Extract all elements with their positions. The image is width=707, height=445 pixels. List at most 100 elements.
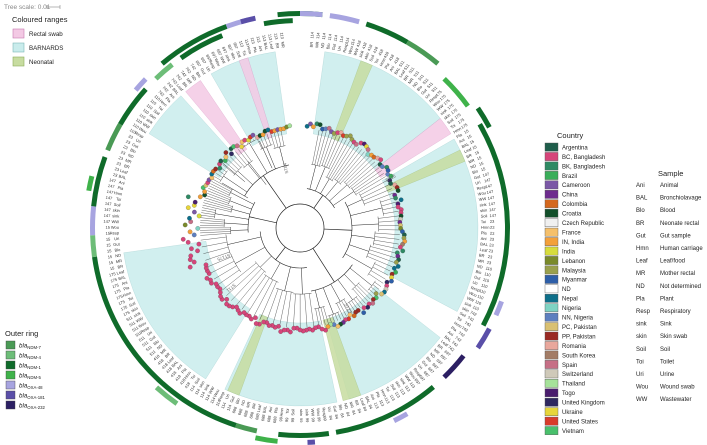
leaf-sample-label: Ani bbox=[458, 137, 466, 144]
leaf-st-label: 418 bbox=[382, 50, 390, 59]
leaf-sample-label: Gut bbox=[421, 359, 430, 368]
leaf-sample-label: Resp bbox=[217, 390, 226, 401]
leaf-node bbox=[196, 241, 202, 247]
country-swatch bbox=[544, 246, 559, 256]
gene-label: blaNDM-5 bbox=[19, 373, 41, 381]
leaf-st-label: 23 bbox=[112, 172, 118, 178]
sample-desc: Blood bbox=[660, 208, 675, 214]
leaf-sample-label: sink bbox=[224, 54, 231, 63]
leaf-sample-label: Wou bbox=[137, 320, 147, 329]
leaf-sample-label: Resp bbox=[342, 42, 349, 53]
leaf-sample-label: Soil bbox=[193, 377, 201, 385]
leaf-sample-label: MR bbox=[125, 158, 133, 165]
leaf-node bbox=[261, 319, 266, 325]
leaf-st-label: 114 bbox=[344, 36, 351, 44]
leaf-st-label: 511 bbox=[125, 314, 134, 322]
leaf-sample-label: Resp bbox=[470, 285, 481, 293]
leaf-st-label: 418 bbox=[156, 357, 165, 366]
leaf-st-label: 418 bbox=[179, 377, 187, 386]
outer-ring-title: Outer ring bbox=[5, 329, 38, 338]
country-swatch bbox=[544, 294, 559, 303]
leaf-sample-label: Toi bbox=[285, 408, 290, 414]
country-swatch bbox=[544, 312, 559, 322]
leaf-st-label: 175 bbox=[439, 93, 448, 102]
leaf-st-label: 175 bbox=[450, 107, 459, 115]
country-swatch bbox=[544, 190, 559, 199]
leaf-st-label: 147 bbox=[103, 219, 111, 224]
leaf-sample-label: ND bbox=[429, 351, 437, 359]
sample-desc: Urine bbox=[660, 372, 675, 378]
leaf-sample-label: BR bbox=[275, 43, 281, 49]
leaf-node bbox=[253, 321, 259, 326]
leaf-sample-label: Ani bbox=[121, 280, 128, 287]
leaf-sample-label: WW bbox=[207, 386, 215, 395]
leaf-st-label: 418 bbox=[393, 56, 401, 65]
country-label: France bbox=[562, 230, 581, 236]
leaf-sample-label: Ani bbox=[447, 330, 455, 337]
sample-desc: Neonate rectal bbox=[660, 221, 699, 227]
leaf-st-label: 697 bbox=[205, 53, 213, 62]
leaf-sample-label: MR bbox=[185, 77, 193, 85]
leaf-node bbox=[218, 294, 223, 299]
leaf-st-label: 511 bbox=[422, 76, 430, 85]
leaf-node bbox=[185, 205, 191, 210]
leaf-sample-label: BR bbox=[164, 351, 172, 359]
leaf-st-label: 175 bbox=[108, 271, 116, 278]
gene-label: blaNDM-1 bbox=[19, 363, 41, 371]
leaf-st-label: 110 bbox=[138, 112, 147, 120]
leaf-st-label: 23 bbox=[487, 254, 493, 260]
sample-desc: Mother rectal bbox=[660, 271, 695, 277]
leaf-st-label: 688 bbox=[272, 415, 278, 423]
leaf-sample-label: Ani bbox=[267, 406, 273, 413]
leaf-sample-label: Leaf bbox=[269, 41, 275, 50]
gene-ring-segment bbox=[300, 11, 323, 18]
leaf-sample-label: MR bbox=[433, 347, 441, 355]
gene-ring-segment bbox=[240, 15, 256, 25]
gene-swatch bbox=[5, 400, 16, 410]
leaf-st-label: 742 bbox=[180, 69, 188, 78]
leaf-st-label: 113 bbox=[261, 34, 267, 42]
leaf-st-label: 15 bbox=[478, 160, 485, 166]
leaf-sample-label: MR bbox=[314, 41, 320, 48]
country-label: Spain bbox=[562, 363, 577, 369]
leaf-sample-label: Blo bbox=[472, 168, 480, 175]
leaf-sample-label: Gut bbox=[473, 174, 481, 181]
country-label: Malaysia bbox=[562, 268, 586, 274]
leaf-sample-label: skin bbox=[230, 52, 237, 60]
leaf-st-label: 15 bbox=[106, 236, 112, 241]
leaf-st-label: 110 bbox=[129, 127, 138, 135]
leaf-sample-label: Hmn bbox=[452, 126, 462, 135]
leaf-st-label: 84 bbox=[356, 408, 362, 414]
gene-ring-segment bbox=[90, 235, 97, 258]
leaf-st-label: 23 bbox=[128, 133, 135, 140]
leaf-sample-label: sink bbox=[479, 202, 487, 208]
leaf-st-label: 742 bbox=[175, 73, 184, 82]
leaf-sample-label: MR bbox=[245, 401, 252, 408]
leaf-sample-label: ND bbox=[411, 81, 419, 89]
leaf-sample-label: Blo bbox=[425, 355, 433, 363]
leaf-sample-label: Toi bbox=[449, 123, 456, 130]
leaf-node bbox=[234, 143, 240, 149]
leaf-sample-label: skin bbox=[443, 112, 452, 120]
leaf-sample-label: Resp bbox=[139, 325, 150, 335]
leaf-sample-label: sink bbox=[203, 383, 211, 392]
country-label: BK, Bangladesh bbox=[562, 164, 605, 170]
leaf-st-label: 147 bbox=[489, 213, 497, 218]
leaf-st-label: 742 bbox=[447, 344, 456, 353]
leaf-st-label: 15 bbox=[106, 242, 112, 247]
leaf-st-label: 688 bbox=[260, 413, 266, 421]
leaf-st-label: 175 bbox=[110, 277, 119, 284]
leaf-st-label: 113 bbox=[250, 37, 257, 45]
country-label: South Korea bbox=[562, 353, 596, 359]
country-label: ND bbox=[562, 287, 571, 293]
country-label: United States bbox=[562, 419, 598, 425]
leaf-sample-label: sink bbox=[145, 117, 154, 125]
leaf-sample-label: Ani bbox=[168, 92, 176, 100]
leaf-sample-label: BAL bbox=[263, 42, 270, 51]
sample-code: BAL bbox=[636, 196, 648, 202]
leaf-sample-label: sink bbox=[305, 409, 310, 416]
leaf-st-label: 15 bbox=[107, 248, 113, 254]
sample-code: Pla bbox=[636, 296, 645, 302]
gene-ring-segment bbox=[406, 40, 440, 66]
leaf-sample-label: Blo bbox=[416, 84, 424, 92]
